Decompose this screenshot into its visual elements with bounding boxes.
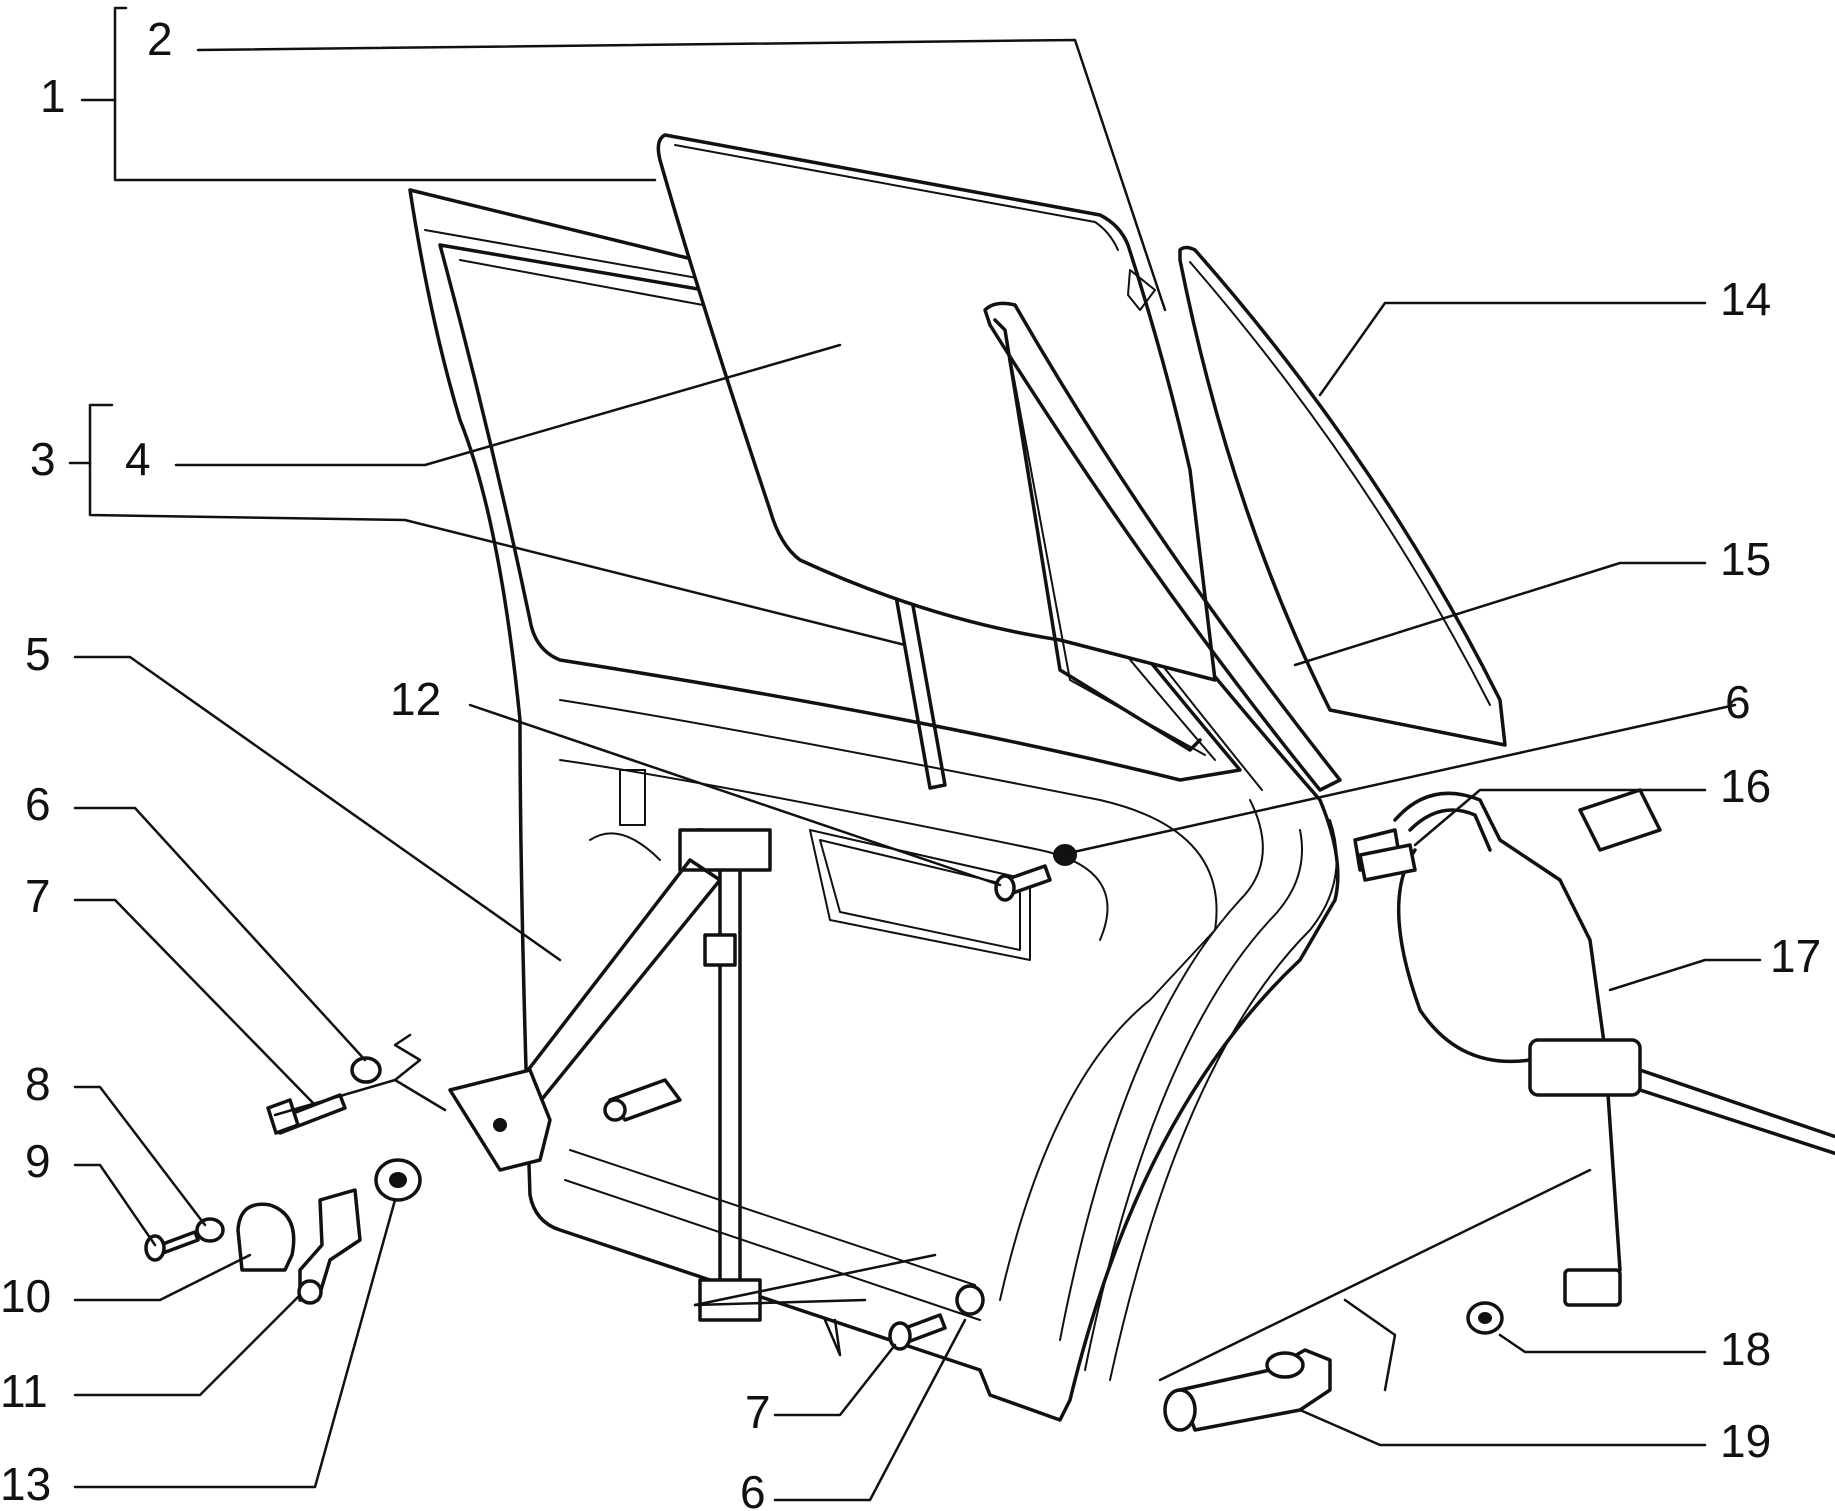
washer-6-left [350, 1056, 382, 1084]
main-window-glass [656, 133, 1217, 682]
callout-7-left: 7 [25, 870, 51, 922]
callout-19: 19 [1720, 1415, 1771, 1467]
callout-5: 5 [25, 628, 51, 680]
callout-6-right: 6 [1725, 676, 1751, 728]
callout-2: 2 [147, 13, 173, 65]
callout-18: 18 [1720, 1323, 1771, 1375]
callout-10: 10 [0, 1270, 51, 1322]
callout-17: 17 [1770, 930, 1821, 982]
regulator-clip [603, 1078, 682, 1122]
screw-9 [144, 1230, 200, 1262]
callout-labels: 1 2 3 4 5 6 7 8 9 10 11 13 12 14 15 6 16… [0, 13, 1821, 1511]
window-regulator-right [1353, 788, 1835, 1307]
callout-6-left: 6 [25, 778, 51, 830]
connector-19 [1163, 1348, 1332, 1432]
callout-7-bottom: 7 [745, 1386, 771, 1438]
screw-7-bottom [888, 1313, 947, 1351]
cap-10 [236, 1202, 296, 1272]
callout-12: 12 [390, 673, 441, 725]
washer-8 [195, 1217, 225, 1243]
callout-6-bottom: 6 [740, 1466, 766, 1511]
callout-1: 1 [40, 70, 66, 122]
callout-9: 9 [25, 1135, 51, 1187]
callout-4: 4 [125, 433, 151, 485]
clip-16 [1358, 843, 1417, 882]
nut-6-bottom [955, 1284, 985, 1316]
grommet-13 [374, 1158, 422, 1202]
leader-lines [68, 6, 1762, 1502]
quarter-glass-seal [983, 301, 1342, 792]
callout-15: 15 [1720, 533, 1771, 585]
callout-3: 3 [30, 433, 56, 485]
callout-16: 16 [1720, 760, 1771, 812]
nut-18 [1466, 1301, 1504, 1335]
window-regulator-left [448, 828, 772, 1322]
callout-8: 8 [25, 1058, 51, 1110]
bolt-12 [994, 864, 1052, 902]
callout-13: 13 [0, 1458, 51, 1510]
quarter-glass [1178, 245, 1507, 747]
bracket-11 [297, 1188, 362, 1305]
callout-14: 14 [1720, 273, 1771, 325]
callout-11: 11 [0, 1365, 48, 1417]
